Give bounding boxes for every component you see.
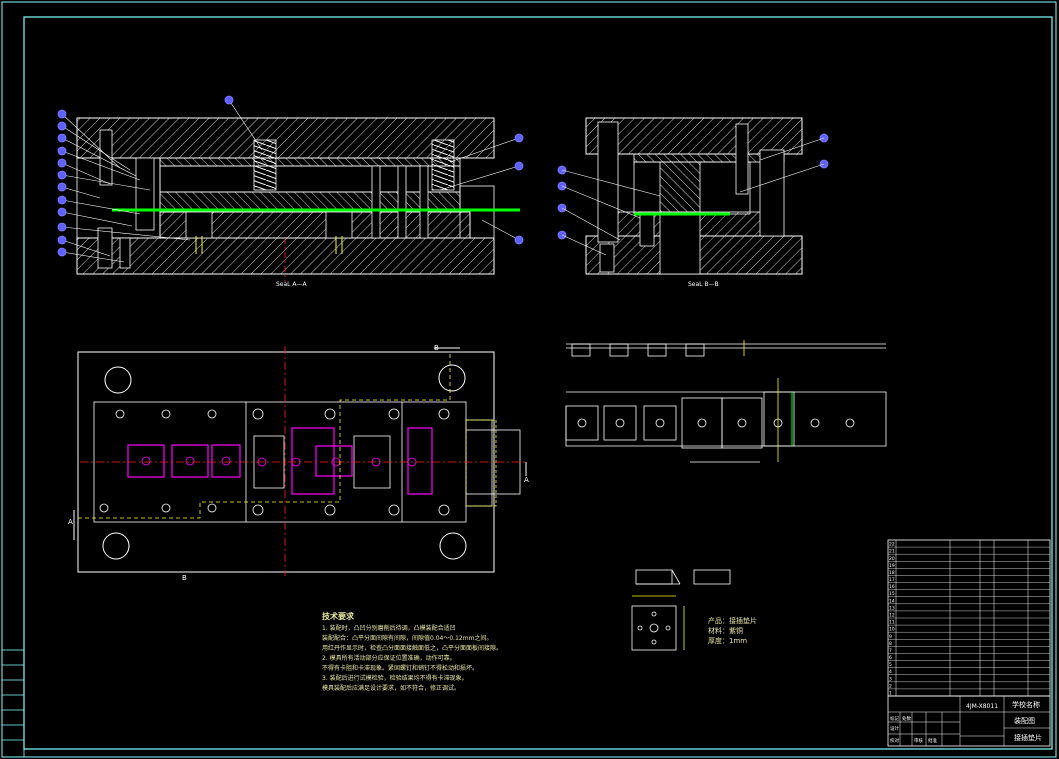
bom-row-number: 9 xyxy=(889,634,892,640)
bom-row-number: 5 xyxy=(889,662,892,668)
tech-note-line: 3. 装配后进行试模检验，检验结果均不得有卡滞现象。 xyxy=(322,674,468,682)
title-block[interactable]: 4JM-X8011 学校名称 装配图 接插垫片 标记 处数 设计 校对 审核 批… xyxy=(887,695,1051,747)
spring-right xyxy=(431,139,455,191)
cut-marker-a-left: A xyxy=(68,518,73,526)
punch-holder xyxy=(159,157,461,167)
bom-row-number: 21 xyxy=(889,549,895,555)
bom-row-number: 7 xyxy=(889,648,892,654)
tech-note-line: 1. 装配时，凸凹分别磨削后待调，凸模装配合适凹 xyxy=(322,624,456,632)
tech-notes: 技术要求 1. 装配时，凸凹分别磨削后待调，凸模装配合适凹 装配配合：凸平分面间… xyxy=(322,611,502,692)
drawing-inner-border xyxy=(23,16,1053,750)
tech-note-line: 不得有卡阻和卡滞现象。紧固螺钉和销钉不得松动和损坏。 xyxy=(322,664,478,672)
revision-label: 批准 xyxy=(928,737,937,744)
revision-label: 校对 xyxy=(890,737,899,744)
bom-row-number: 17 xyxy=(889,577,895,583)
part-product: 产品：接插垫片 xyxy=(708,616,757,625)
bom-row-number: 20 xyxy=(889,556,895,562)
title-part-name: 接插垫片 xyxy=(1014,733,1042,742)
section-label-b-b: SeaL B—B xyxy=(688,281,719,288)
bom-row-number: 16 xyxy=(889,584,895,590)
bom-row-number: 4 xyxy=(889,669,892,675)
strip-layout-side[interactable] xyxy=(566,340,886,357)
plan-view[interactable]: A A B B xyxy=(68,344,529,582)
bottom-plate xyxy=(76,237,495,275)
cut-marker-a-right: A xyxy=(524,476,529,484)
cut-marker-b-bottom: B xyxy=(182,574,187,582)
revision-label: 标记 xyxy=(890,715,899,722)
revision-label: 处数 xyxy=(902,715,911,722)
bom-row-number: 15 xyxy=(889,591,895,597)
bom-row-number: 18 xyxy=(889,570,895,576)
stripper-plate xyxy=(159,165,461,193)
guide-plate xyxy=(159,191,461,211)
tech-note-line: 2. 模具所有活动部分应保证位置准确，动作可靠。 xyxy=(322,654,456,662)
section-a-a-view[interactable]: SeaL A—A xyxy=(76,117,520,288)
balloons-b-b xyxy=(561,137,825,256)
bom-row-number: 8 xyxy=(889,641,892,647)
balloons-a-a-left xyxy=(61,99,520,263)
part-thickness: 厚度：1mm xyxy=(708,636,747,645)
title-drawing-number: 4JM-X8011 xyxy=(966,703,998,710)
plan-outline xyxy=(77,351,495,573)
bom-row-number: 11 xyxy=(889,620,895,626)
bom-row-number: 1 xyxy=(889,691,892,697)
tech-note-line: 模具装配后应满足设计要求，如不符合，修正调试。 xyxy=(322,684,460,692)
tech-notes-title: 技术要求 xyxy=(322,611,355,621)
bom-row-number: 19 xyxy=(889,563,895,569)
binding-column xyxy=(1,649,25,758)
section-label-a-a: SeaL A—A xyxy=(276,281,308,288)
revision-label: 设计 xyxy=(890,725,899,732)
bom-row-number: 2 xyxy=(889,683,892,689)
revision-label: 审核 xyxy=(914,737,923,744)
strip-layout-plan[interactable] xyxy=(565,378,887,463)
part-info: 产品：接插垫片 材料：紫铜 厚度：1mm xyxy=(708,616,757,645)
tech-note-line: 用红丹作显示时，检查凸分面面接触面低之，凸平分面面板间接隙。 xyxy=(322,644,502,652)
bom-row-number: 6 xyxy=(889,655,892,661)
title-school-name: 学校名称 xyxy=(1012,700,1040,709)
top-plate xyxy=(76,117,495,159)
part-material: 材料：紫铜 xyxy=(708,626,743,635)
balloon-markers xyxy=(57,95,829,257)
tech-note-line: 装配配合：凸平分面间隙有间隙，间隙值0.04～0.12mm之间。 xyxy=(322,634,492,642)
bom-row-number: 14 xyxy=(889,598,895,604)
cut-marker-b-top: B xyxy=(434,344,439,352)
bom-row-number: 10 xyxy=(889,627,895,633)
bom-row-number: 12 xyxy=(889,613,895,619)
title-drawing-name: 装配图 xyxy=(1014,716,1035,725)
part-detail[interactable] xyxy=(631,569,731,651)
bom-row-number: 13 xyxy=(889,605,895,611)
spring-left xyxy=(253,139,277,191)
bom-row-number: 3 xyxy=(889,676,892,682)
bom-row-number: 22 xyxy=(889,542,895,548)
section-b-b-view[interactable]: SeaL B—B xyxy=(585,117,803,288)
